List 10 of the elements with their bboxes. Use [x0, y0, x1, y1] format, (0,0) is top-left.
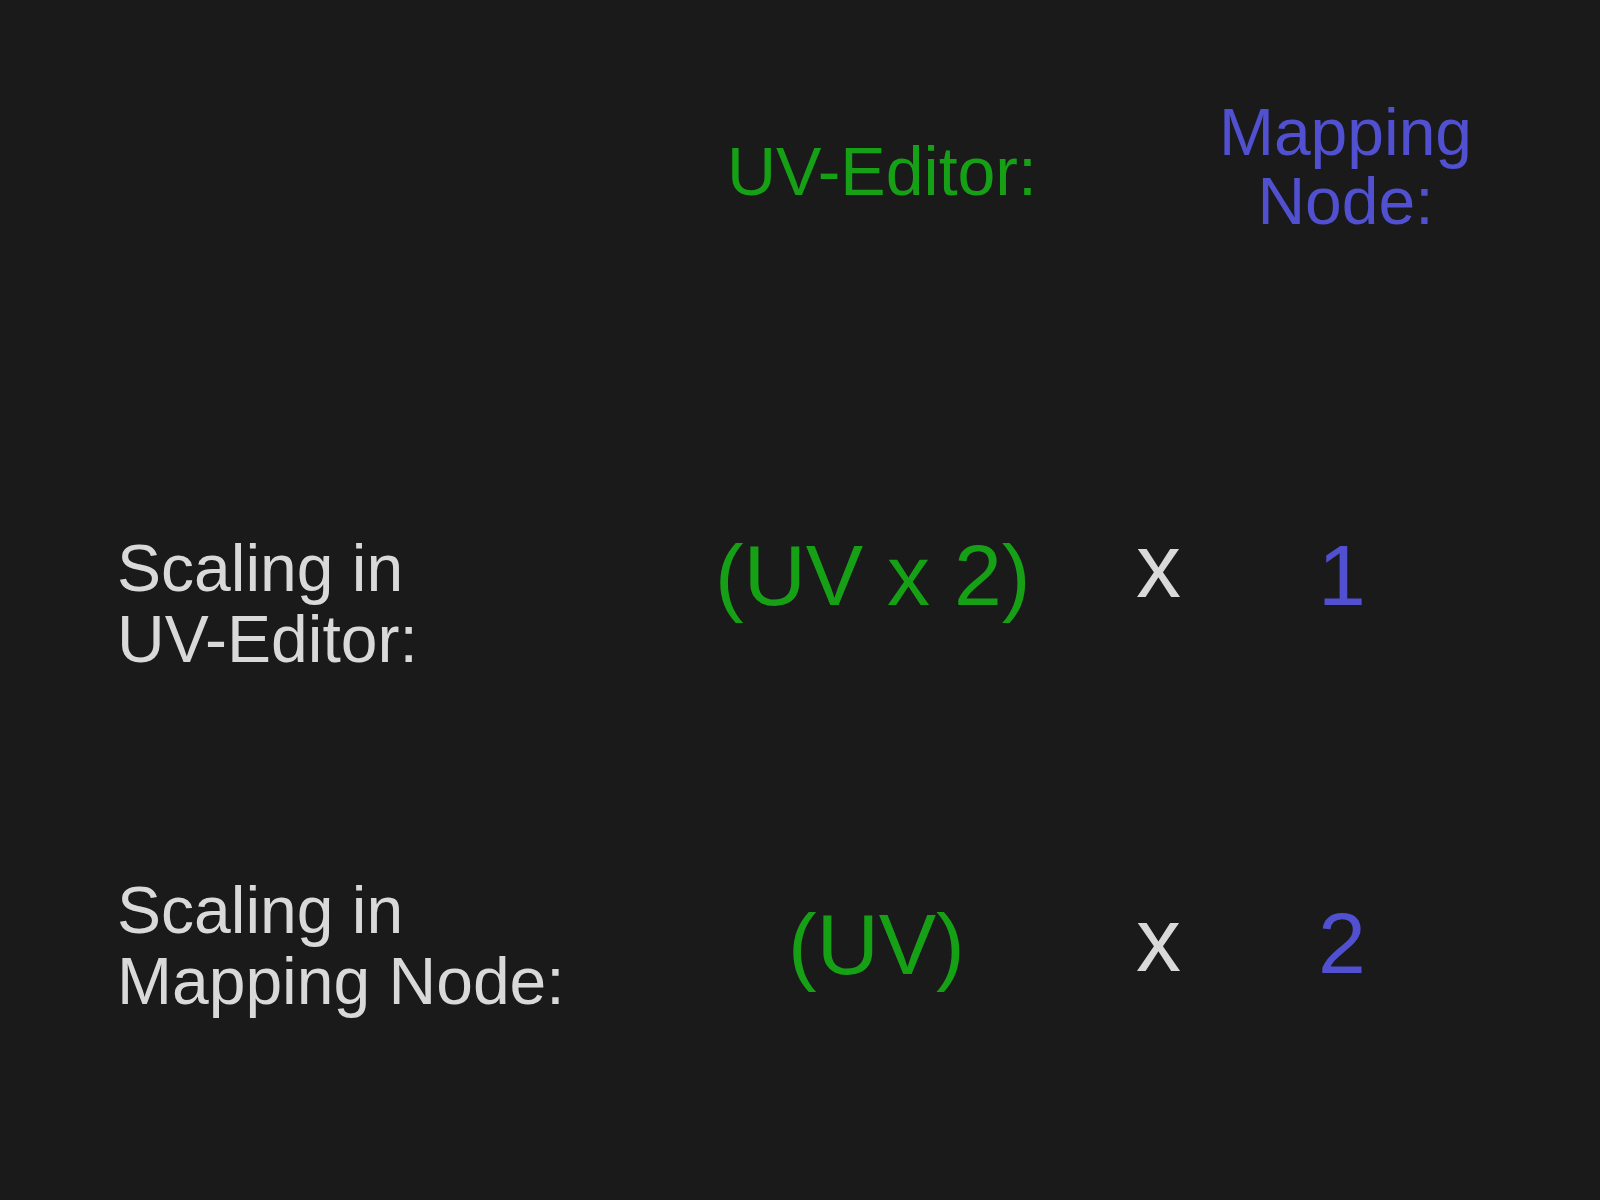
column-heading: UV-Editor:: [727, 132, 1037, 211]
value-text: 1: [1318, 526, 1366, 625]
formula-text: (UV): [788, 895, 965, 994]
column-heading: Mapping Node:: [1218, 98, 1473, 236]
multiply-sign: x: [1136, 889, 1181, 992]
multiply-sign: x: [1136, 515, 1181, 618]
value-text: 2: [1318, 894, 1366, 993]
row-heading: Scaling in Mapping Node:: [117, 875, 566, 1018]
row-heading: Scaling in UV-Editor:: [117, 533, 419, 676]
formula-text: (UV x 2): [715, 526, 1031, 625]
